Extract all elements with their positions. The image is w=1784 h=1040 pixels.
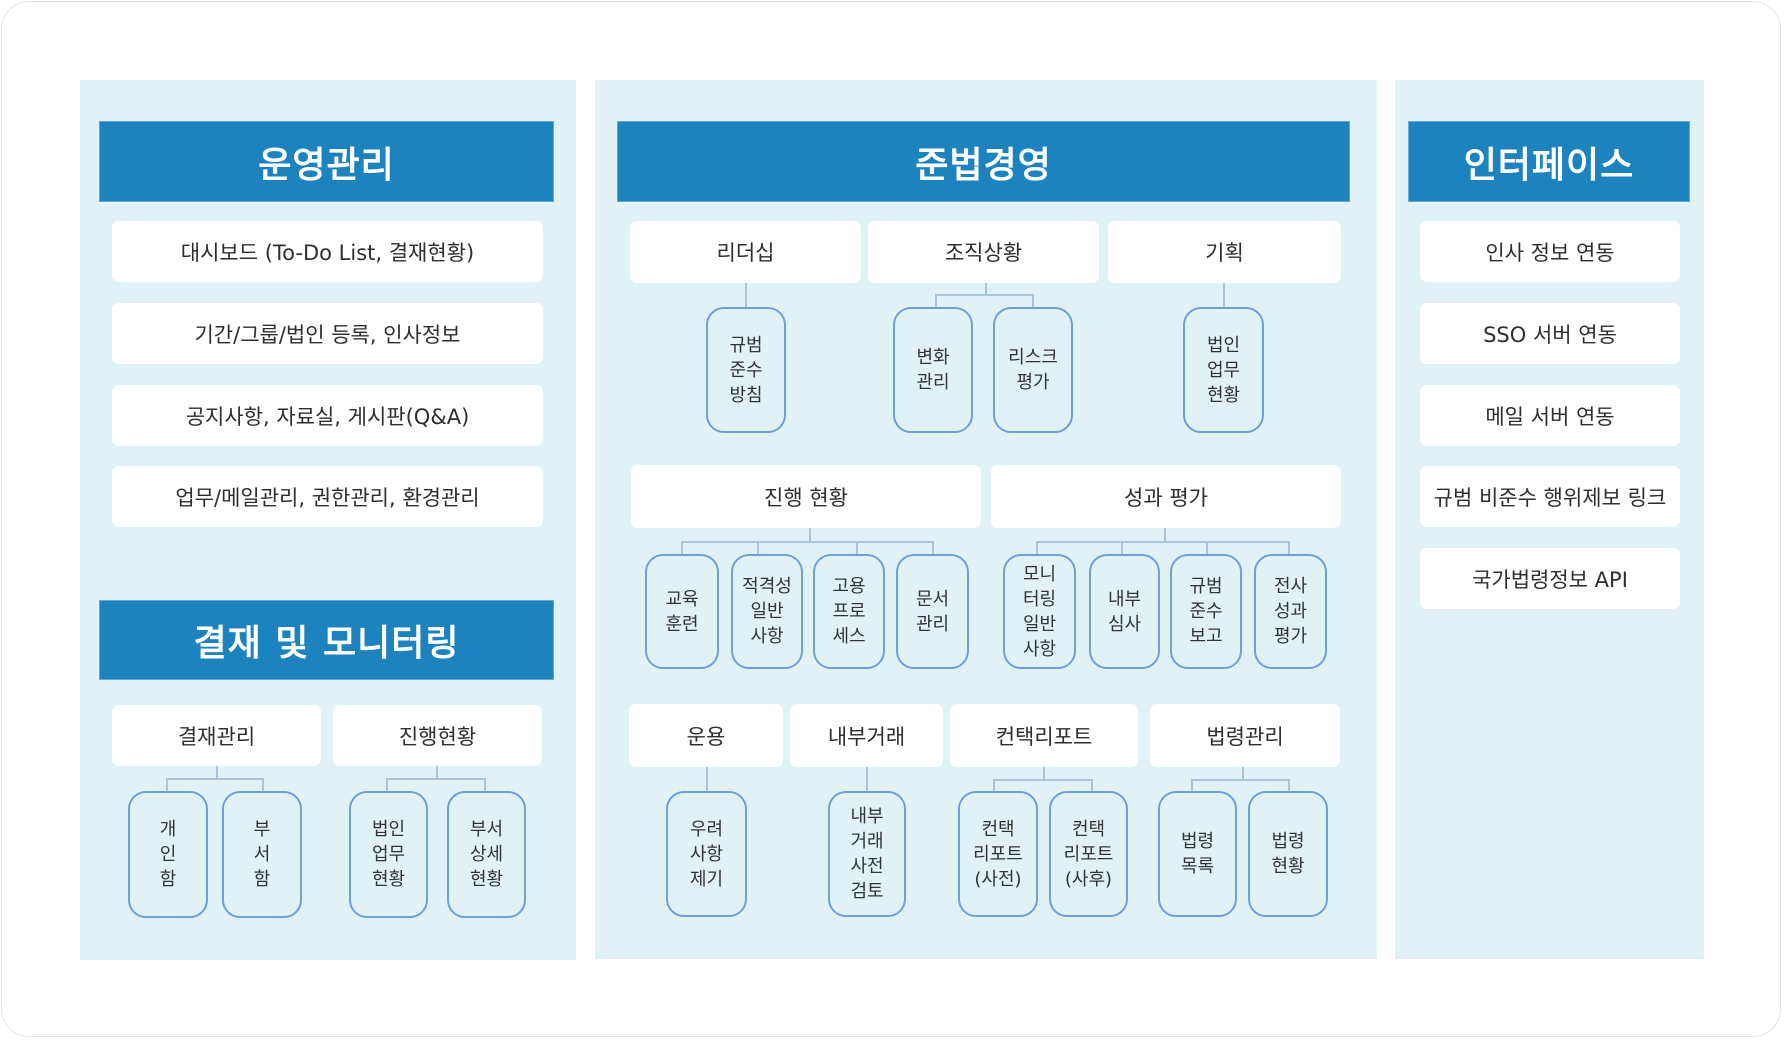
connector	[1036, 541, 1038, 554]
compliance-group-planning[interactable]: 기획	[1108, 221, 1341, 283]
leaf-corporate-work-status[interactable]: 법인 업무 현황	[1183, 307, 1264, 433]
interface-header: 인터페이스	[1408, 121, 1690, 202]
leaf-document-management[interactable]: 문서 관리	[896, 554, 969, 669]
compliance-group-internal-transactions[interactable]: 내부거래	[790, 704, 943, 767]
connector	[1191, 779, 1193, 791]
connector	[993, 779, 995, 791]
leaf-department-box[interactable]: 부 서 함	[222, 791, 302, 918]
connector	[484, 778, 486, 791]
connector	[1121, 541, 1123, 554]
interface-item-whistleblower-link[interactable]: 규범 비준수 행위제보 링크	[1420, 466, 1680, 527]
connector	[993, 779, 1093, 781]
leaf-change-management[interactable]: 변화 관리	[893, 307, 973, 433]
connector	[1164, 528, 1166, 542]
interface-item-sso[interactable]: SSO 서버 연동	[1420, 303, 1680, 364]
connector	[866, 767, 868, 791]
leaf-law-list[interactable]: 법령 목록	[1158, 791, 1237, 917]
leaf-raise-concern[interactable]: 우려 사항 제기	[666, 791, 747, 917]
connector	[681, 541, 934, 543]
leaf-internal-audit[interactable]: 내부 심사	[1089, 554, 1160, 669]
leaf-eligibility[interactable]: 적격성 일반 사항	[731, 554, 803, 669]
connector	[745, 283, 747, 307]
leaf-personal-box[interactable]: 개 인 함	[128, 791, 208, 918]
interface-item-law-api[interactable]: 국가법령정보 API	[1420, 548, 1680, 609]
connector	[1032, 294, 1034, 307]
compliance-group-operation[interactable]: 운용	[629, 704, 783, 767]
interface-item-hr-sync[interactable]: 인사 정보 연동	[1420, 221, 1680, 282]
connector	[1036, 541, 1290, 543]
connector	[262, 778, 264, 791]
connector	[166, 778, 168, 791]
connector	[216, 766, 218, 779]
operations-item-registration[interactable]: 기간/그룹/법인 등록, 인사정보	[112, 303, 543, 364]
compliance-group-organization[interactable]: 조직상황	[868, 221, 1099, 283]
connector	[932, 541, 934, 554]
leaf-department-detail-status[interactable]: 부서 상세 현황	[447, 791, 526, 918]
connector	[1206, 541, 1208, 554]
connector	[166, 778, 264, 780]
operations-header: 운영관리	[99, 121, 554, 202]
operations-item-notice-board[interactable]: 공지사항, 자료실, 게시판(Q&A)	[112, 385, 543, 446]
compliance-header: 준법경영	[617, 121, 1350, 202]
leaf-internal-transaction-review[interactable]: 내부 거래 사전 검토	[828, 791, 906, 917]
compliance-group-performance[interactable]: 성과 평가	[991, 465, 1341, 528]
interface-item-mail-server[interactable]: 메일 서버 연동	[1420, 385, 1680, 446]
compliance-group-leadership[interactable]: 리더십	[630, 221, 861, 283]
connector	[436, 766, 438, 779]
compliance-group-contact-report[interactable]: 컨택리포트	[950, 704, 1138, 767]
leaf-risk-assessment[interactable]: 리스크 평가	[993, 307, 1073, 433]
compliance-group-progress[interactable]: 진행 현황	[631, 465, 981, 528]
leaf-employment-process[interactable]: 고용 프로 세스	[813, 554, 885, 669]
leaf-compliance-policy[interactable]: 규범 준수 방침	[706, 307, 786, 433]
leaf-contact-report-post[interactable]: 컨택 리포트 (사후)	[1049, 791, 1128, 917]
leaf-monitoring[interactable]: 모니 터링 일반 사항	[1003, 554, 1076, 669]
leaf-contact-report-pre[interactable]: 컨택 리포트 (사전)	[958, 791, 1038, 917]
connector	[681, 541, 683, 554]
connector	[1288, 779, 1290, 791]
leaf-compliance-report[interactable]: 규범 준수 보고	[1170, 554, 1242, 669]
connector	[809, 528, 811, 542]
connector	[1223, 283, 1225, 307]
connector	[985, 283, 987, 295]
connector	[1191, 779, 1290, 781]
leaf-corporate-work-status[interactable]: 법인 업무 현황	[349, 791, 428, 918]
connector	[1242, 767, 1244, 780]
connector	[856, 541, 858, 554]
approval-group-approval-management[interactable]: 결재관리	[112, 705, 321, 766]
connector	[386, 778, 388, 791]
connector	[386, 778, 486, 780]
leaf-law-status[interactable]: 법령 현황	[1248, 791, 1328, 917]
connector	[1043, 767, 1045, 780]
connector	[757, 541, 759, 554]
connector	[1288, 541, 1290, 554]
operations-item-admin[interactable]: 업무/메일관리, 권한관리, 환경관리	[112, 466, 543, 527]
leaf-education-training[interactable]: 교육 훈련	[645, 554, 719, 669]
leaf-company-performance[interactable]: 전사 성과 평가	[1254, 554, 1327, 669]
approval-group-progress-status[interactable]: 진행현황	[333, 705, 542, 766]
connector	[935, 294, 1034, 296]
connector	[1091, 779, 1093, 791]
connector	[935, 294, 937, 307]
connector	[706, 767, 708, 791]
approval-header: 결재 및 모니터링	[99, 600, 554, 680]
compliance-group-law-management[interactable]: 법령관리	[1150, 704, 1340, 767]
operations-item-dashboard[interactable]: 대시보드 (To-Do List, 결재현황)	[112, 221, 543, 282]
